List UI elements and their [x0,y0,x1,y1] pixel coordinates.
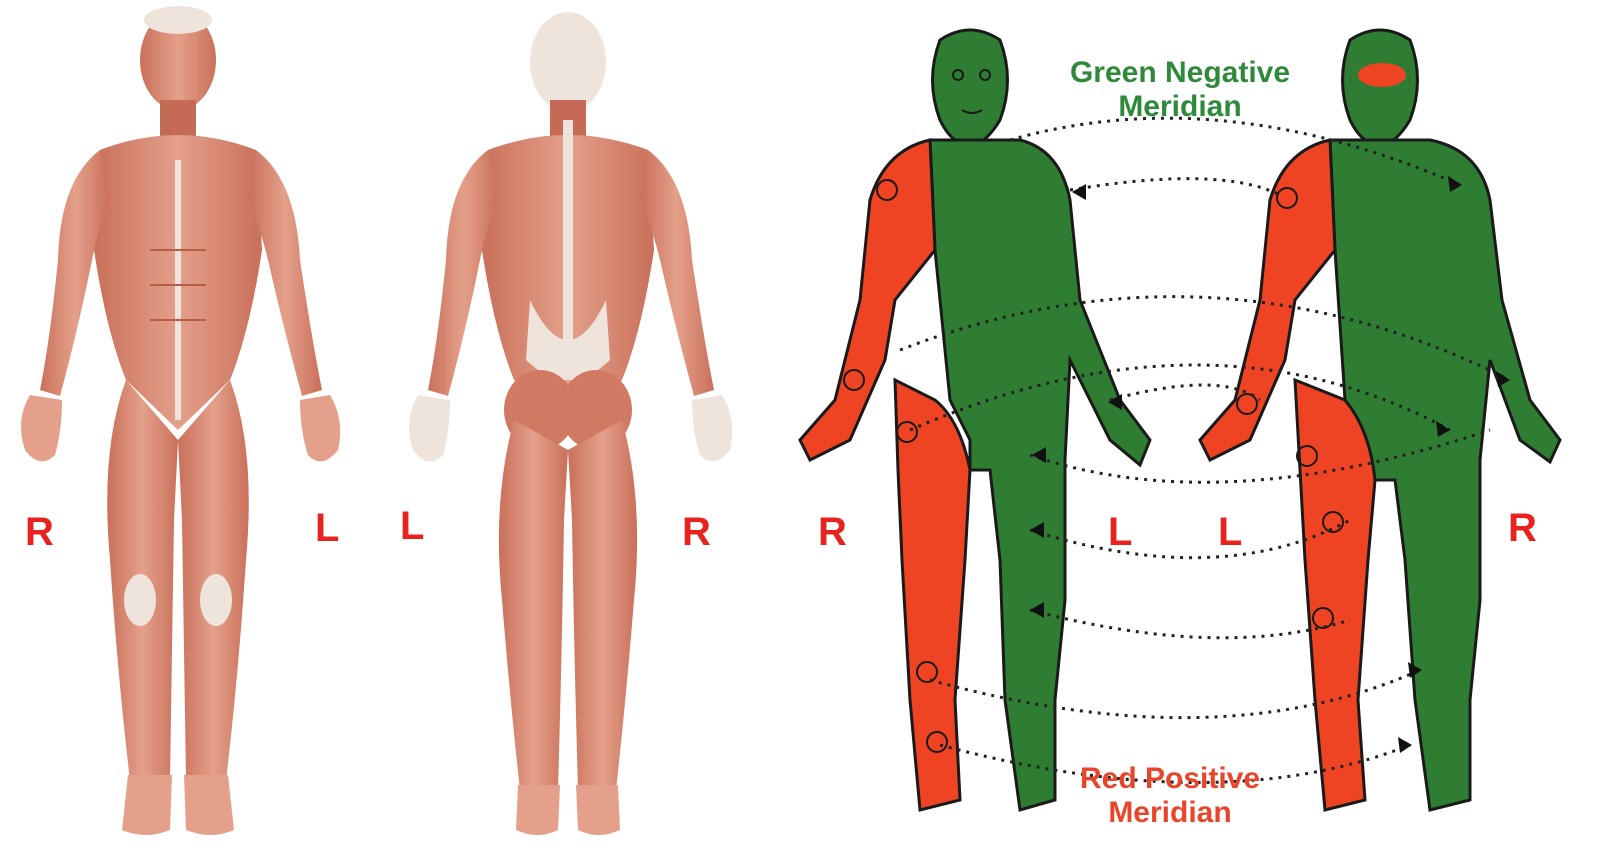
red-positive-leg [895,380,970,810]
left-hand [409,395,450,461]
green-negative-caption: Green Negative Meridian [1040,56,1320,124]
right-hand [21,395,62,461]
anatomy-back-figure [380,0,760,852]
anatomy-front-left-side-label: L [315,508,339,548]
meridian-back-left-side-label: L [1218,512,1242,552]
meridian-diagram [790,0,1602,852]
anatomy-back-right-side-label: R [682,512,711,552]
left-hand [300,395,340,461]
red-positive-leg [1295,380,1375,810]
right-leg [568,420,637,790]
head [530,12,606,112]
meridian-front-right-side-label: R [818,512,847,552]
head-red-spot [1358,63,1406,87]
meridian-back-right-side-label: R [1508,508,1537,548]
anatomy-front-right-side-label: R [25,512,54,552]
anatomy-front-panel: R L [0,0,380,852]
green-negative-caption-line1: Green Negative [1040,56,1320,90]
right-hand [692,395,732,461]
meridian-back-figure [1200,30,1560,810]
left-arm [248,150,322,396]
anatomy-back-panel: L R [380,0,760,852]
red-positive-caption-line1: Red Positive [1050,762,1290,796]
red-positive-caption: Red Positive Meridian [1050,762,1290,830]
anatomy-back-left-side-label: L [400,506,424,546]
red-positive-caption-line2: Meridian [1050,796,1290,830]
anatomy-front-figure [0,0,380,852]
green-negative-caption-line2: Meridian [1040,90,1320,124]
left-leg [499,420,568,790]
meridian-panel: R L L R Green Negative Meridian Red Posi… [790,0,1602,852]
right-arm [640,150,714,396]
meridian-front-left-side-label: L [1108,512,1132,552]
